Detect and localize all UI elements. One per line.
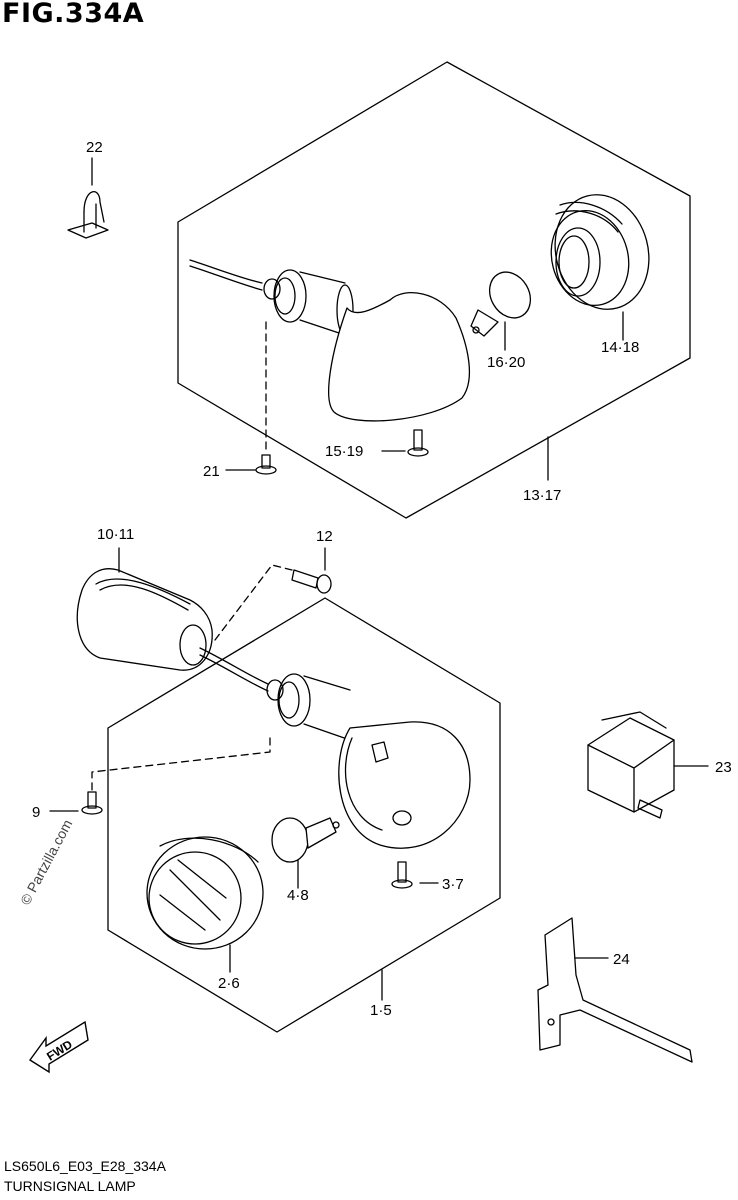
screw-9	[81, 791, 103, 815]
screw-21	[255, 454, 277, 475]
callout-13-17: 13·17	[523, 487, 561, 504]
fwd-arrow-icon: FWD	[28, 1020, 89, 1074]
bottom-bulb	[271, 817, 340, 863]
callout-16-20: 16·20	[487, 354, 525, 371]
top-bulb	[470, 271, 532, 337]
figure-title: FIG.334A	[2, 0, 145, 29]
figure-code: LS650L6_E03_E28_334A	[4, 1158, 166, 1174]
callout-10-11: 10·11	[97, 526, 134, 543]
callout-21: 21	[203, 463, 220, 480]
screw-3-7	[391, 861, 413, 889]
callout-12: 12	[316, 528, 333, 545]
bottom-lamp-body	[266, 673, 471, 849]
top-assembly-outline	[177, 61, 691, 519]
bottom-assembly-outline	[107, 597, 501, 1033]
callout-1-5: 1·5	[370, 1002, 392, 1019]
callout-4-8: 4·8	[287, 887, 309, 904]
screw-12	[291, 569, 332, 594]
top-wire	[189, 259, 263, 284]
bottom-lens	[146, 836, 264, 950]
callout-22: 22	[86, 139, 103, 156]
cover-10-11	[76, 568, 213, 671]
callout-14-18: 14·18	[601, 339, 639, 356]
callout-15-19: 15·19	[325, 443, 363, 460]
part-22-clip	[67, 191, 109, 239]
callout-2-6: 2·6	[218, 975, 240, 992]
callout-24: 24	[613, 951, 630, 968]
callout-9: 9	[32, 804, 40, 821]
top-lens	[550, 194, 650, 310]
figure-name: TURNSIGNAL LAMP	[4, 1178, 136, 1194]
bracket-24	[537, 917, 693, 1063]
relay-23	[587, 711, 675, 819]
callout-23: 23	[715, 759, 732, 776]
screw-15-19	[407, 429, 429, 457]
callout-3-7: 3·7	[442, 876, 464, 893]
top-lamp-body	[263, 269, 471, 422]
